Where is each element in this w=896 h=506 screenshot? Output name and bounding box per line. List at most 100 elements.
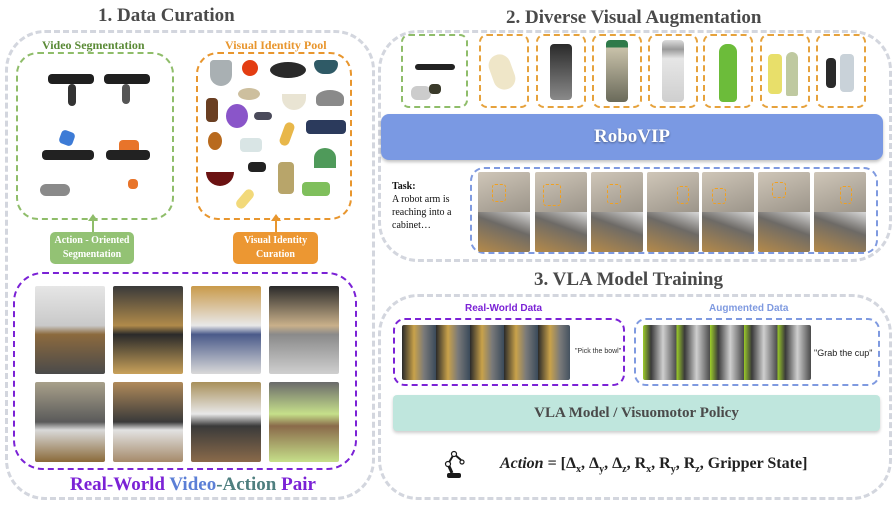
augmented-data-label: Augmented Data xyxy=(709,303,789,314)
vla-model-box: VLA Model / Visuomotor Policy xyxy=(393,395,880,431)
training-panel xyxy=(378,294,892,500)
object-black-cap xyxy=(248,162,266,172)
augmentation-panel xyxy=(378,30,892,262)
augmented-frame-4 xyxy=(647,172,699,252)
object-bread xyxy=(208,132,222,150)
object-purple-egg xyxy=(226,104,248,128)
robot-base-shape xyxy=(411,86,431,100)
vla-model-label: VLA Model / Visuomotor Policy xyxy=(534,404,739,421)
delta-z-subscript: z xyxy=(622,464,627,476)
delta-z-symbol: , Δ xyxy=(604,455,623,472)
data-curation-panel xyxy=(5,30,375,500)
episode-thumbnail-8 xyxy=(269,382,339,462)
robot-arm-icon xyxy=(444,449,468,479)
object-thumbnail-7 xyxy=(816,34,866,108)
real-world-data-label: Real-World Data xyxy=(465,303,543,314)
episode-thumbnail-3 xyxy=(191,286,261,374)
object-banana-2 xyxy=(234,187,256,211)
rot-x-symbol: , R xyxy=(626,455,647,472)
object-cloth xyxy=(240,138,262,152)
object-bowl xyxy=(238,88,260,100)
object-book xyxy=(306,120,346,134)
object-thumbnail-1 xyxy=(479,34,529,108)
episode-thumbnail-7 xyxy=(191,382,261,462)
task-text: A robot arm is reaching into a cabinet… xyxy=(392,194,452,231)
object-teal-pot xyxy=(314,60,338,74)
yellow-bottle-2 xyxy=(786,52,798,96)
augmented-caption: "Grab the cup" xyxy=(814,348,873,358)
rot-x-subscript: x xyxy=(646,464,652,476)
object-bottle xyxy=(278,162,294,194)
real-world-video-action-pair-label: Real-World Video-Action Pair xyxy=(70,474,316,496)
object-card xyxy=(254,112,272,120)
object-thumbnail-3 xyxy=(592,34,642,108)
object-rock xyxy=(316,90,344,106)
episode-thumbnail-2 xyxy=(113,286,183,374)
augmented-frame-3 xyxy=(591,172,643,252)
object-banana xyxy=(278,121,296,147)
rot-y-symbol: , R xyxy=(651,455,671,472)
segmented-gripper-2 xyxy=(122,84,130,104)
segmented-arm-1 xyxy=(48,74,94,84)
visual-identity-curation-tag: Visual Identity Curation xyxy=(233,232,318,264)
delta-y-symbol: , Δ xyxy=(581,455,600,472)
action-formula: Action = [Δx, Δy, Δz, Rx, Ry, Rz, Grippe… xyxy=(500,455,807,475)
segmented-object-small xyxy=(128,179,138,189)
augmented-frame-5 xyxy=(702,172,754,252)
visual-identity-pool-label: Visual Identity Pool xyxy=(225,38,327,52)
segmented-arm-3 xyxy=(42,150,94,160)
up-arrow-green xyxy=(88,214,98,232)
augmented-frame-7 xyxy=(814,172,866,252)
augmented-frame-2 xyxy=(535,172,587,252)
episode-thumbnail-4 xyxy=(269,286,339,374)
diverse-visual-augmentation-title: 2. Diverse Visual Augmentation xyxy=(506,7,762,28)
robot-arm-shape xyxy=(415,64,455,70)
episode-thumbnail-6 xyxy=(113,382,183,462)
object-jar xyxy=(206,98,218,122)
up-arrow-orange xyxy=(271,214,281,232)
pump-bottle xyxy=(826,58,836,88)
augmented-frame-1 xyxy=(478,172,530,252)
object-strainer xyxy=(282,94,306,110)
video-segmentation-box xyxy=(16,52,174,220)
segmented-robot-base xyxy=(40,184,70,196)
object-tomato xyxy=(242,60,258,76)
water-bottle xyxy=(840,54,854,92)
data-curation-title: 1. Data Curation xyxy=(98,5,235,26)
real-world-frame-strip xyxy=(402,325,570,380)
augmented-frame-6 xyxy=(758,172,810,252)
delta-y-subscript: y xyxy=(599,464,605,476)
gripper-state-term: , Gripper State] xyxy=(699,455,808,472)
segmented-gripper-1 xyxy=(68,84,76,106)
rot-y-subscript: y xyxy=(670,464,676,476)
robovip-model-bar: RoboVIP xyxy=(381,114,883,160)
object-gray-mug xyxy=(210,60,232,86)
segmented-arm-4 xyxy=(106,150,150,160)
action-formula-lhs: Action xyxy=(500,455,544,472)
augmented-data-box: "Grab the cup" xyxy=(634,318,880,386)
pair-label-part2: Video xyxy=(169,474,217,495)
visual-identity-pool-box xyxy=(196,52,352,220)
robovip-label: RoboVIP xyxy=(593,126,670,147)
white-bottle xyxy=(662,40,684,102)
pair-label-part3: -Action xyxy=(216,474,282,495)
object-thumbnail-2 xyxy=(536,34,586,108)
augmented-frame-strip xyxy=(643,325,811,380)
rot-z-symbol: , R xyxy=(675,455,696,472)
pair-label-part4: Pair xyxy=(281,474,316,495)
object-thumbnail-5 xyxy=(703,34,753,108)
segmented-arm-2 xyxy=(104,74,150,84)
action-oriented-segmentation-tag: Action - Oriented Segmentation xyxy=(50,232,134,264)
object-watermelon xyxy=(314,148,336,168)
rot-z-subscript: z xyxy=(695,464,700,476)
delta-x-subscript: x xyxy=(576,464,582,476)
object-green-book xyxy=(302,182,330,196)
real-world-data-box: "Pick the bowl" xyxy=(393,318,625,386)
dark-bottle xyxy=(550,44,572,100)
robot-gripper-shape xyxy=(429,84,441,94)
real-world-video-action-pair-box xyxy=(13,272,357,470)
object-thumbnail-6 xyxy=(760,34,810,108)
delta-x-symbol: Δ xyxy=(566,455,577,472)
action-formula-eq: = [ xyxy=(543,455,567,472)
real-world-caption: "Pick the bowl" xyxy=(575,348,622,355)
